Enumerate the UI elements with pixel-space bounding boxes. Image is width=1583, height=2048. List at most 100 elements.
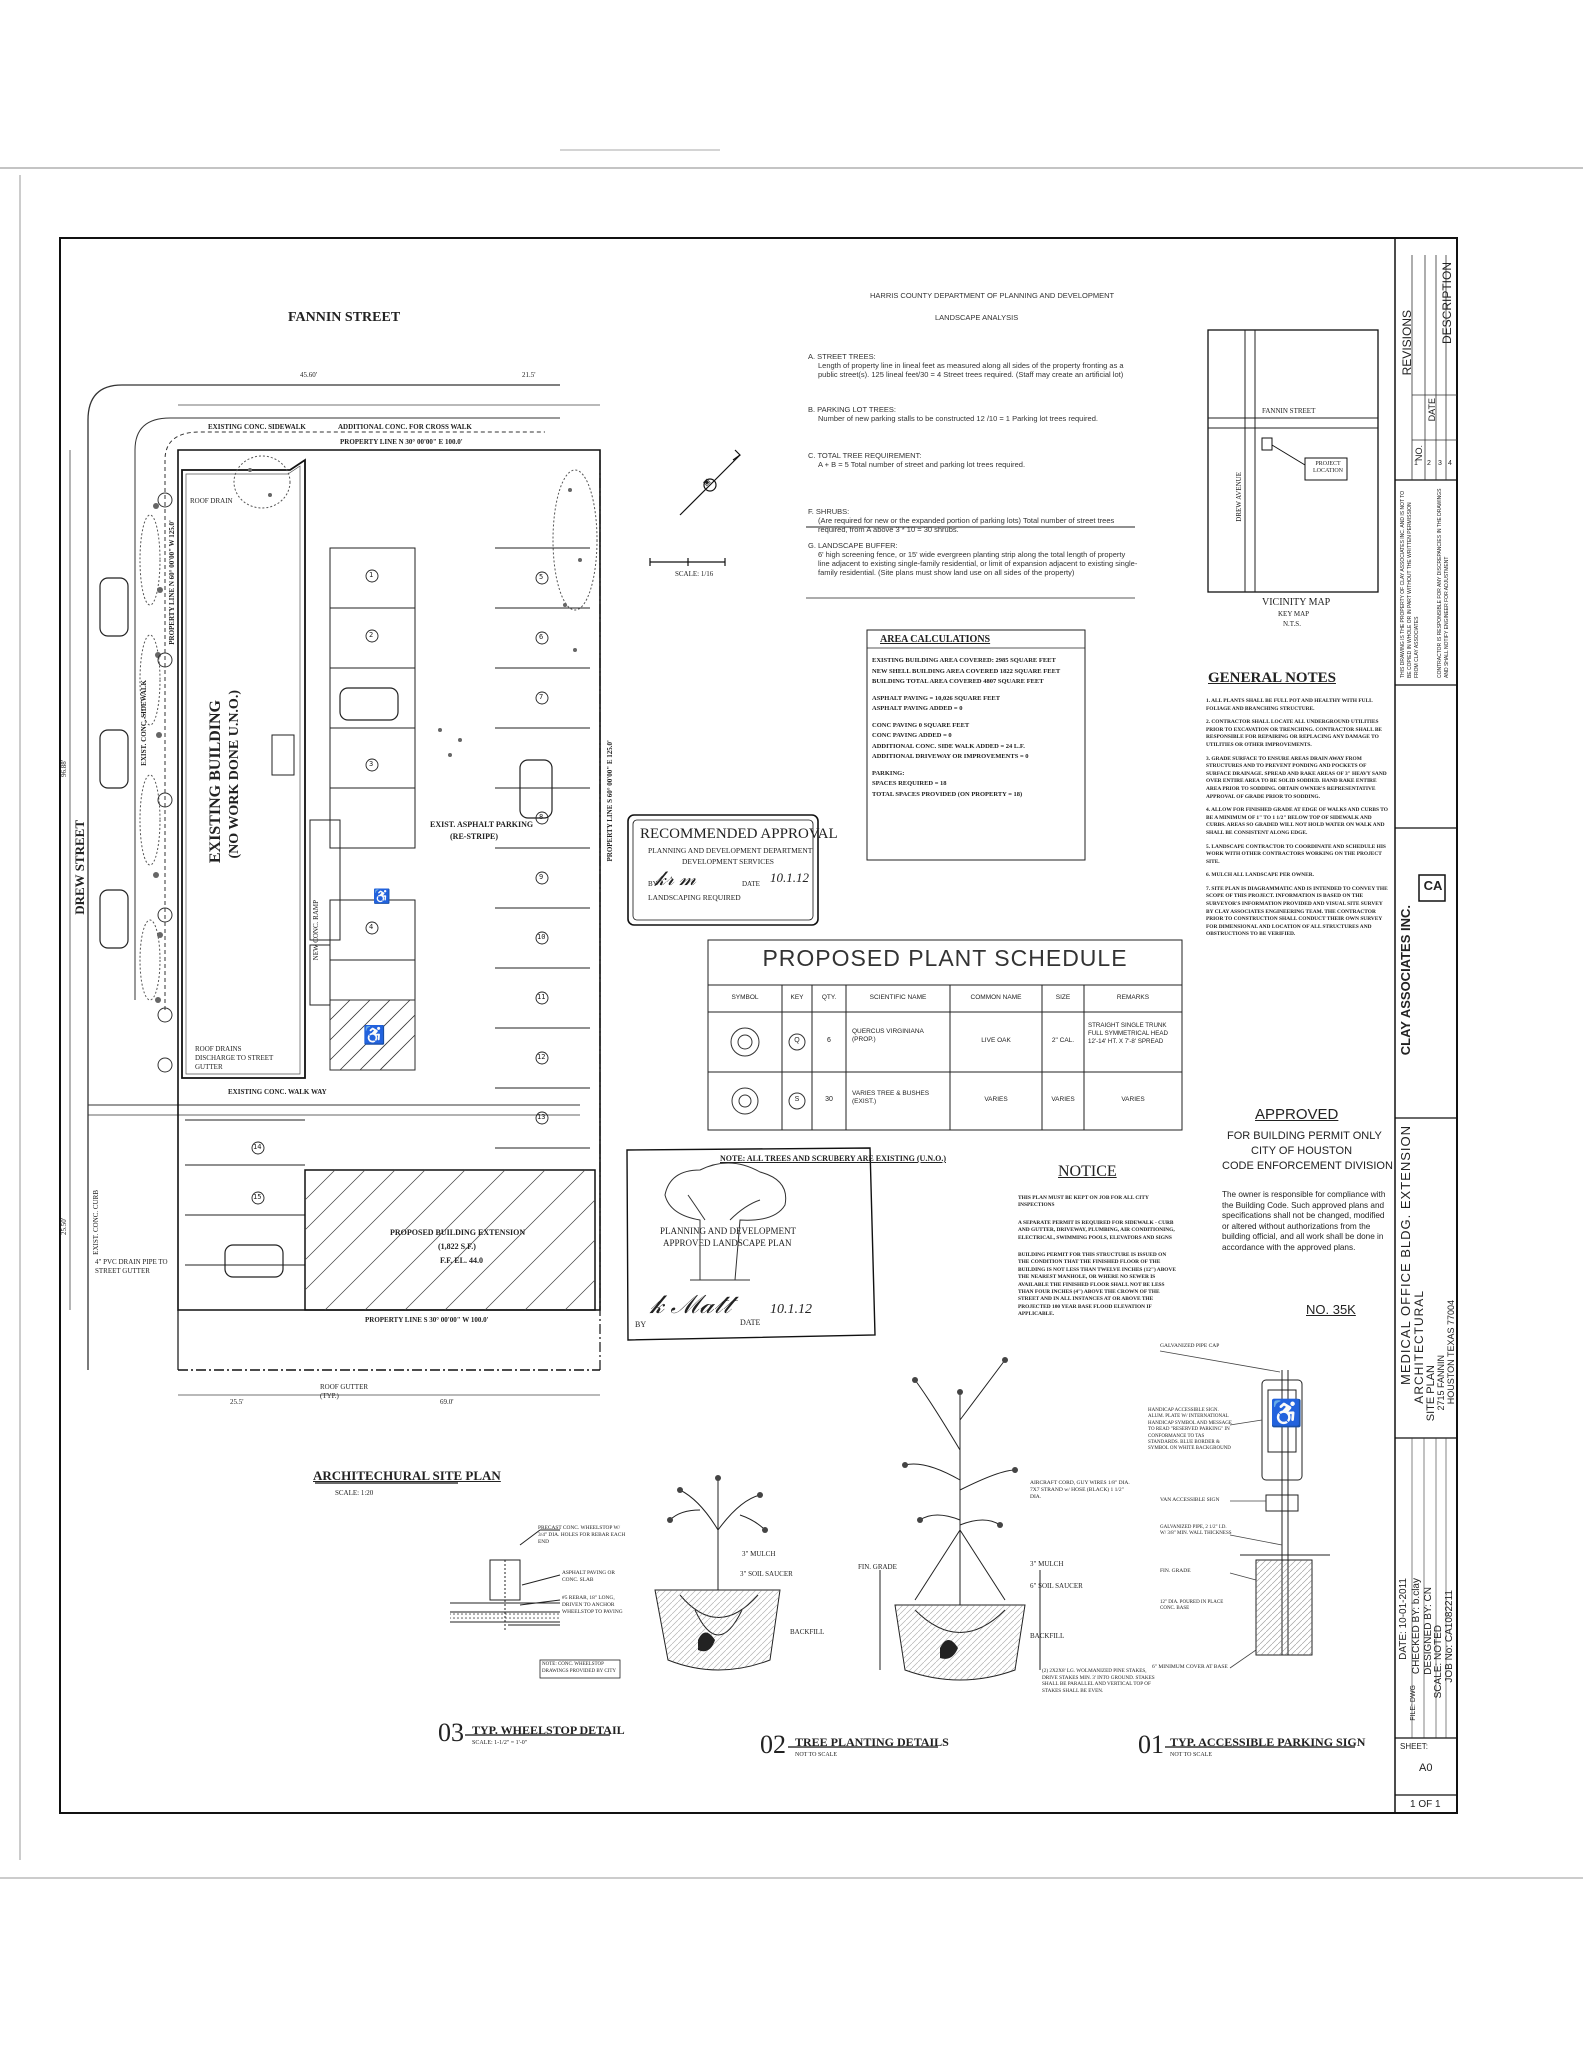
tb-contractor: CONTRACTOR IS RESPONSIBLE FOR ANY DISCRE… bbox=[1437, 488, 1450, 678]
area-calc-line: ADDITIONAL DRIVEWAY OR IMPROVEMENTS = 0 bbox=[872, 753, 1029, 760]
stamp-landscape-signature: 𝓀 ℳ𝒶𝓉𝓉 bbox=[650, 1290, 732, 1319]
d01-note: VAN ACCESSIBLE SIGN bbox=[1160, 1497, 1220, 1503]
tb-drawing: ARCHITECTURAL bbox=[1412, 1290, 1426, 1404]
d02-title: TREE PLANTING DETAILS bbox=[795, 1735, 949, 1749]
d01-note: GALVANIZED PIPE, 2 1/2" I.D. W/ 3/8" MIN… bbox=[1160, 1525, 1232, 1537]
approved-number: NO. 35K bbox=[1306, 1302, 1356, 1317]
d01-note: GALVANIZED PIPE CAP bbox=[1160, 1343, 1220, 1349]
area-calc-line: ASPHALT PAVING ADDED = 0 bbox=[872, 705, 963, 712]
dim-bottom-right: 69.0' bbox=[440, 1398, 454, 1406]
plant-row-key: S bbox=[794, 1096, 800, 1103]
dim-left-lower: 25.50' bbox=[60, 1218, 68, 1236]
general-note: 6. MULCH ALL LANDSCAPE PER OWNER. bbox=[1206, 872, 1314, 879]
stamp-recommended-by: BY bbox=[648, 880, 658, 888]
notice-para: BUILDING PERMIT FOR THIS STRUCTURE IS IS… bbox=[1018, 1252, 1176, 1318]
area-calc-line: TOTAL SPACES PROVIDED (ON PROPERTY = 18) bbox=[872, 790, 1023, 798]
north-arrow-scale: SCALE: 1/16 bbox=[675, 570, 714, 578]
landscape-subheader: LANDSCAPE ANALYSIS bbox=[935, 313, 1019, 322]
area-calc-line: EXISTING BUILDING AREA COVERED: 2985 SQU… bbox=[872, 657, 1056, 664]
tb-no-header: NO. bbox=[1414, 445, 1424, 462]
roof-drains-note: ROOF DRAINS DISCHARGE TO STREET GUTTER bbox=[195, 1045, 274, 1071]
vicinity-nts: N.T.S. bbox=[1283, 620, 1301, 628]
tb-project: MEDICAL OFFICE BLDG. EXTENSION bbox=[1398, 1125, 1413, 1385]
roof-drain-label: ROOF DRAIN bbox=[190, 497, 233, 505]
general-note: 3. GRADE SURFACE TO ENSURE AREAS DRAIN A… bbox=[1206, 755, 1387, 800]
approved-title: APPROVED bbox=[1255, 1106, 1339, 1123]
exist-curb-label: EXIST. CONC. CURB bbox=[92, 1190, 100, 1255]
general-note: 7. SITE PLAN IS DIAGRAMMATIC AND IS INTE… bbox=[1206, 885, 1388, 938]
d02-note: 3" MULCH bbox=[742, 1550, 776, 1558]
new-ramp-label: NEW CONC. RAMP bbox=[312, 900, 320, 961]
d02-note: FIN. GRADE bbox=[858, 1563, 897, 1571]
tb-sheet-label: SHEET: bbox=[1400, 1742, 1429, 1751]
notice-para: A SEPARATE PERMIT IS REQUIRED FOR SIDEWA… bbox=[1018, 1219, 1175, 1241]
tb-checked: CHECKED BY: b.clay bbox=[1411, 1578, 1422, 1675]
plant-header-symbol: SYMBOL bbox=[731, 994, 759, 1001]
tb-rev-num: 3 bbox=[1438, 460, 1442, 467]
area-calc-line: BUILDING TOTAL AREA COVERED 4807 SQUARE … bbox=[872, 678, 1044, 685]
tb-date-header: DATE bbox=[1427, 398, 1437, 422]
tb-rev-num: 4 bbox=[1448, 460, 1452, 467]
plant-row-common: LIVE OAK bbox=[981, 1037, 1011, 1044]
d03-note: NOTE: CONC. WHEELSTOP DRAWINGS PROVIDED … bbox=[542, 1662, 616, 1674]
landscape-c-title: C. TOTAL TREE REQUIREMENT: bbox=[808, 451, 922, 460]
tb-job: JOB No: CA1082211 bbox=[1444, 1590, 1455, 1683]
existing-building-label: EXISTING BUILDING bbox=[207, 700, 224, 864]
proposed-extension-label: PROPOSED BUILDING EXTENSION bbox=[390, 1228, 526, 1237]
d03-note: #5 REBAR, 18" LONG, DRIVEN TO ANCHOR WHE… bbox=[562, 1595, 623, 1615]
stall-number: 4 bbox=[369, 923, 374, 931]
tb-sheet-of: 1 OF 1 bbox=[1410, 1799, 1441, 1810]
d03-title: TYP. WHEELSTOP DETAIL bbox=[472, 1723, 625, 1737]
stall-number: 10 bbox=[537, 933, 546, 941]
dim-top-left: 45.60' bbox=[300, 371, 318, 379]
d01-scale: NOT TO SCALE bbox=[1170, 1752, 1213, 1758]
stall-number: 14 bbox=[253, 1143, 262, 1151]
d02-note: 3" MULCH bbox=[1030, 1560, 1064, 1568]
plant-header-key: KEY bbox=[790, 994, 804, 1001]
tb-rev-num: 1 bbox=[1414, 460, 1418, 467]
d03-note: PRECAST CONC. WHEELSTOP W/ 3/4" DIA. HOL… bbox=[538, 1525, 626, 1545]
general-note: 5. LANDSCAPE CONTRACTOR TO COORDINATE AN… bbox=[1206, 843, 1386, 865]
accessible-icon: ♿ bbox=[373, 888, 391, 904]
dim-left: 96.88' bbox=[60, 760, 68, 778]
landscape-section-g: G. LANDSCAPE BUFFER: 6' high screening f… bbox=[808, 541, 1138, 577]
area-calc-line: ADDITIONAL CONC. SIDE WALK ADDED = 24 L.… bbox=[872, 742, 1025, 750]
roof-gutter-label: ROOF GUTTER (TYP.) bbox=[320, 1383, 369, 1400]
area-calc-line: CONC PAVING ADDED = 0 bbox=[872, 732, 952, 739]
d01-note: 12" DIA. POURED IN PLACE CONC. BASE bbox=[1160, 1600, 1224, 1612]
d03-note: ASPHALT PAVING OR CONC. SLAB bbox=[562, 1570, 616, 1583]
d02-note: 6" SOIL SAUCER bbox=[1030, 1582, 1083, 1590]
stall-number: 9 bbox=[539, 873, 544, 881]
no-work-label: (NO WORK DONE U.N.O.) bbox=[227, 690, 242, 859]
parking-label: EXIST. ASPHALT PARKING bbox=[430, 820, 534, 829]
stamp-recommended-services: DEVELOPMENT SERVICES bbox=[682, 857, 774, 866]
d01-number: 01 bbox=[1138, 1730, 1164, 1759]
stamp-recommended-dept: PLANNING AND DEVELOPMENT DEPARTMENT bbox=[648, 846, 813, 855]
landscape-g-text: 6' high screening fence, or 15' wide eve… bbox=[818, 550, 1138, 577]
stall-number: 6 bbox=[539, 633, 544, 641]
tb-scale: SCALE: NOTED bbox=[1433, 1625, 1444, 1699]
vicinity-project: PROJECT LOCATION bbox=[1313, 461, 1343, 474]
notice-para: THIS PLAN MUST BE KEPT ON JOB FOR ALL CI… bbox=[1018, 1195, 1149, 1209]
site-plan-title: ARCHITECHURAL SITE PLAN bbox=[313, 1468, 501, 1483]
stamp-landscape-by: BY bbox=[635, 1320, 647, 1329]
area-calc-list: EXISTING BUILDING AREA COVERED: 2985 SQU… bbox=[872, 656, 1082, 800]
stamp-recommended-title: RECOMMENDED APPROVAL bbox=[640, 826, 838, 842]
vicinity-sub: KEY MAP bbox=[1278, 610, 1310, 618]
stamp-recommended-date: 10.1.12 bbox=[770, 870, 809, 885]
property-line-top: PROPERTY LINE N 30° 00'00" E 100.0' bbox=[340, 438, 463, 446]
parking-sub: (RE-STRIPE) bbox=[450, 832, 499, 841]
d01-note: 6" MINIMUM COVER AT BASE bbox=[1152, 1664, 1228, 1670]
tb-firm-name: CLAY ASSOCIATES INC. bbox=[1398, 905, 1413, 1056]
plant-row-common: VARIES bbox=[984, 1096, 1008, 1103]
plant-header-scientific: SCIENTIFIC NAME bbox=[869, 994, 927, 1001]
plant-header-qty: QTY. bbox=[821, 994, 837, 1001]
landscape-section-b: B. PARKING LOT TREES: Number of new park… bbox=[808, 405, 1138, 423]
d01-note: FIN. GRADE bbox=[1160, 1568, 1191, 1574]
exist-sidewalk-vertical: EXIST. CONC. SIDEWALK bbox=[140, 680, 148, 766]
notice-title: NOTICE bbox=[1058, 1163, 1117, 1180]
landscape-f-text: (Are required for new or the expanded po… bbox=[818, 516, 1115, 534]
property-line-bottom: PROPERTY LINE S 30° 00'00" W 100.0' bbox=[365, 1316, 489, 1324]
d01-title: TYP. ACCESSIBLE PARKING SIGN bbox=[1170, 1735, 1366, 1749]
d02-note: 3" SOIL SAUCER bbox=[740, 1570, 793, 1578]
